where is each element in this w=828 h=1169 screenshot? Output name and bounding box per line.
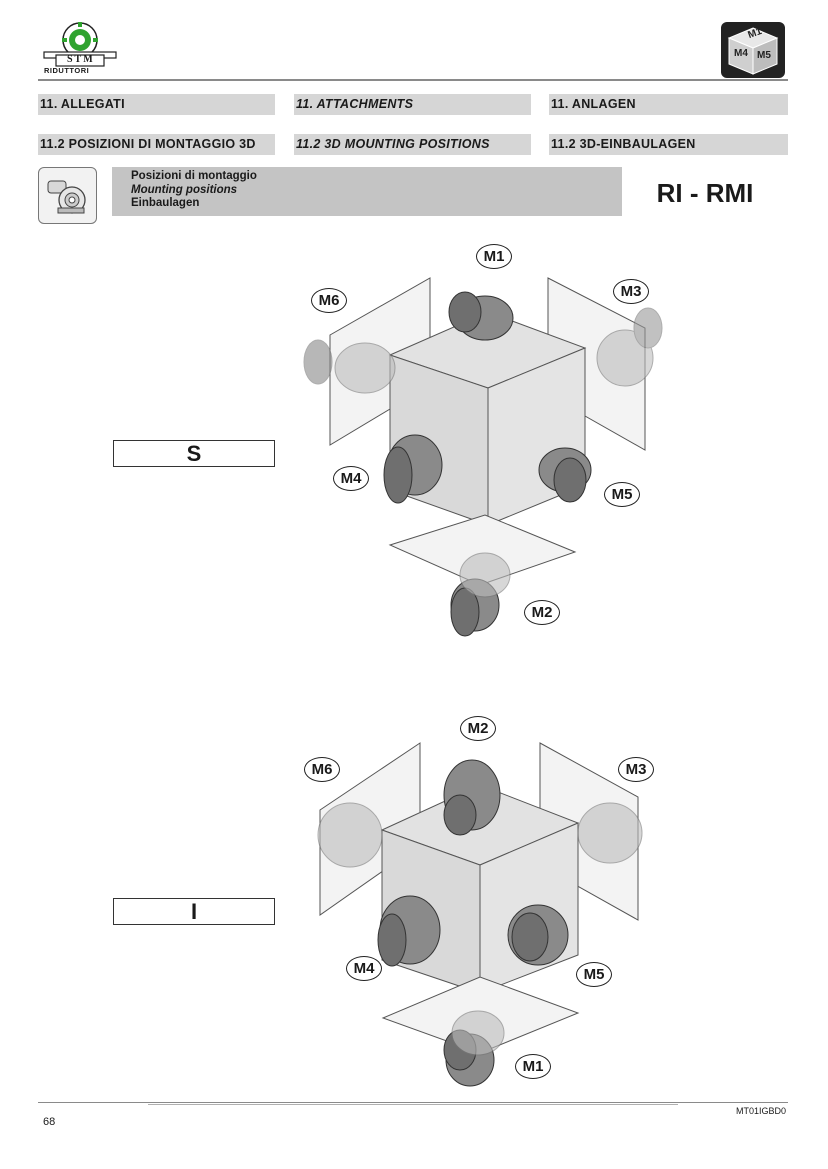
section-title-de: 11. ANLAGEN bbox=[549, 94, 788, 115]
title-it: Posizioni di montaggio bbox=[131, 170, 257, 182]
document-code: MT01IGBD0 bbox=[735, 1106, 786, 1116]
label-text: M3 bbox=[620, 283, 642, 300]
label-box-i: I bbox=[113, 898, 275, 925]
position-label-bottom-m4: M4 bbox=[346, 956, 382, 981]
position-label-bottom-m5: M5 bbox=[576, 962, 612, 987]
label-text: M2 bbox=[531, 604, 553, 621]
label-text: M3 bbox=[625, 761, 647, 778]
subsection-title-de: 11.2 3D-EINBAULAGEN bbox=[549, 134, 788, 155]
subsection-title-it: 11.2 POSIZIONI DI MONTAGGIO 3D bbox=[38, 134, 275, 155]
position-label-top-m5: M5 bbox=[604, 482, 640, 507]
title-de: Einbaulagen bbox=[131, 197, 200, 209]
title-en: Mounting positions bbox=[131, 183, 238, 196]
mounting-diagram-i bbox=[317, 742, 643, 1087]
label-text: M4 bbox=[353, 960, 375, 977]
badge-label-right: M5 bbox=[757, 50, 771, 61]
position-label-top-m2: M2 bbox=[524, 600, 560, 625]
company-logo: STM RIDUTTORI bbox=[40, 18, 120, 78]
label-text: M1 bbox=[522, 1058, 544, 1075]
mounting-badge-icon: M1 M4 M5 bbox=[721, 22, 785, 78]
mounting-diagram-s bbox=[303, 277, 663, 637]
section-title-en: 11. ATTACHMENTS bbox=[294, 94, 531, 115]
position-label-bottom-m2: M2 bbox=[460, 716, 496, 741]
label-text: M1 bbox=[483, 248, 505, 265]
logo-brand: STM bbox=[67, 54, 95, 65]
header-divider bbox=[38, 79, 788, 81]
position-label-bottom-m1: M1 bbox=[515, 1054, 551, 1079]
position-label-top-m1: M1 bbox=[476, 244, 512, 269]
label-text: M4 bbox=[340, 470, 362, 487]
logo-tagline: RIDUTTORI bbox=[44, 66, 90, 75]
label-text: M2 bbox=[467, 720, 489, 737]
position-label-bottom-m3: M3 bbox=[618, 757, 654, 782]
position-label-bottom-m6: M6 bbox=[304, 757, 340, 782]
position-label-top-m3: M3 bbox=[613, 279, 649, 304]
label-text: M6 bbox=[311, 761, 333, 778]
label-box-s: S bbox=[113, 440, 275, 467]
subsection-title-en: 11.2 3D MOUNTING POSITIONS bbox=[294, 134, 531, 155]
model-code: RI - RMI bbox=[622, 167, 788, 216]
page-number: 68 bbox=[43, 1116, 56, 1128]
label-text: M5 bbox=[583, 966, 605, 983]
footer-divider-accent bbox=[148, 1104, 678, 1105]
position-label-top-m6: M6 bbox=[311, 288, 347, 313]
label-text: M5 bbox=[611, 486, 633, 503]
position-label-top-m4: M4 bbox=[333, 466, 369, 491]
label-text: M6 bbox=[318, 292, 340, 309]
footer-divider bbox=[38, 1102, 788, 1103]
section-title-it: 11. ALLEGATI bbox=[38, 94, 275, 115]
gearbox-icon bbox=[38, 167, 97, 224]
badge-label-left: M4 bbox=[734, 48, 748, 59]
